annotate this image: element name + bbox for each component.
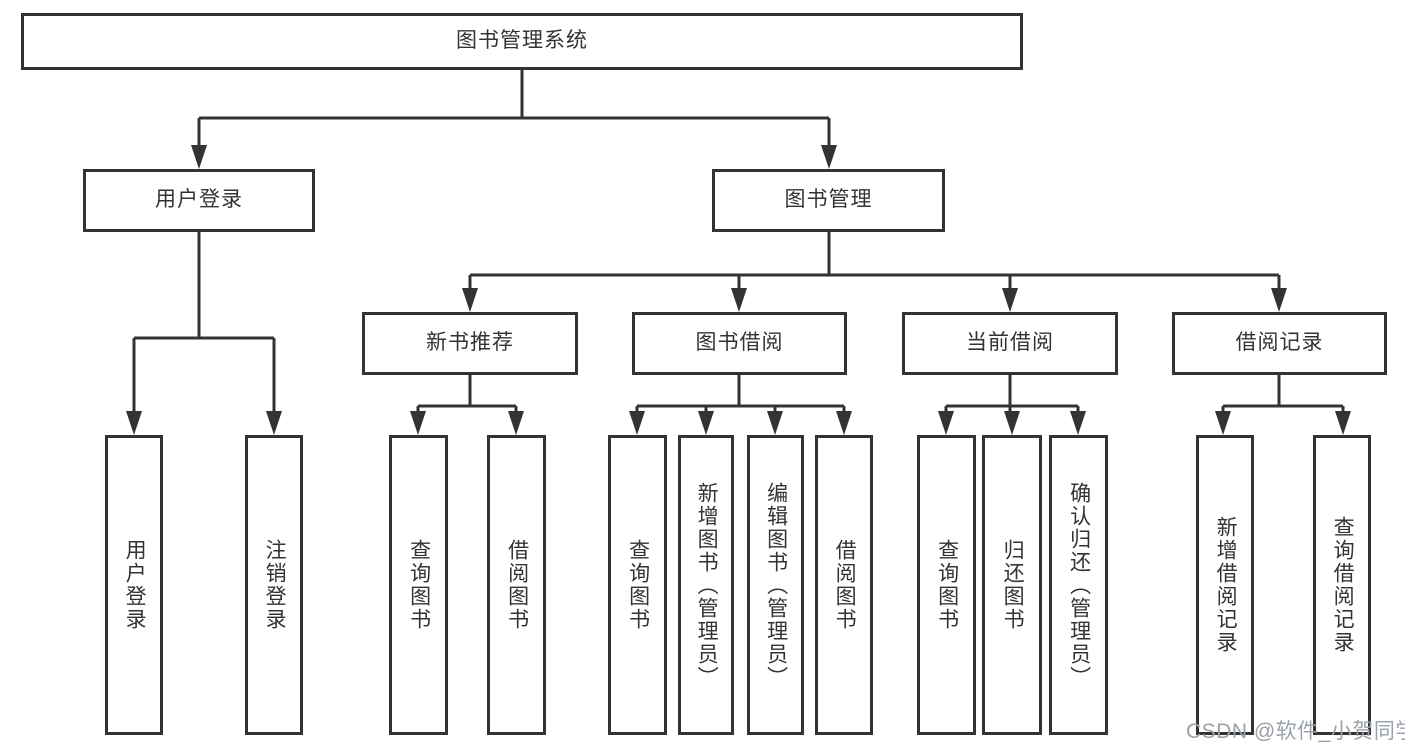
node-book-borrowing: 图书借阅	[632, 312, 847, 375]
leaf-borrow-book: 借阅图书	[815, 435, 873, 735]
arrowhead-ul-logout	[266, 411, 282, 435]
arrowhead-book-borrow	[731, 288, 747, 312]
leaf-borrow-book-recommend: 借阅图书	[487, 435, 546, 735]
arrowhead-br-add	[1215, 411, 1231, 435]
arrowhead-br-query	[1335, 411, 1351, 435]
leaf-query-book-borrow: 查询图书	[608, 435, 667, 735]
arrowhead-cb-query	[938, 411, 954, 435]
arrowhead-nb-borrow	[508, 411, 524, 435]
leaf-user-login: 用户登录	[105, 435, 163, 735]
connector-current-borrow-children	[944, 375, 1080, 413]
arrowhead-current-borrow	[1002, 288, 1018, 312]
node-user-login: 用户登录	[83, 169, 315, 232]
node-root-system: 图书管理系统	[21, 13, 1023, 70]
arrowhead-bb-query	[629, 411, 645, 435]
connector-book-mgmt-children	[468, 232, 1281, 288]
leaf-query-book-current: 查询图书	[917, 435, 976, 735]
arrowhead-cb-return	[1004, 411, 1020, 435]
csdn-watermark: CSDN @软件_小贺同学	[1186, 720, 1405, 743]
leaf-add-borrow-record: 新增借阅记录	[1196, 435, 1254, 735]
connector-user-login-children	[132, 232, 276, 413]
node-borrowing-records: 借阅记录	[1172, 312, 1387, 375]
leaf-confirm-return-admin: 确认归还（管理员）	[1049, 435, 1108, 735]
leaf-add-book-admin: 新增图书（管理员）	[678, 435, 734, 735]
node-current-borrowing: 当前借阅	[902, 312, 1118, 375]
arrowhead-user-login	[191, 145, 207, 169]
leaf-return-book: 归还图书	[982, 435, 1042, 735]
connector-new-book-rec-children	[416, 375, 518, 413]
arrowhead-cb-confirm	[1070, 411, 1086, 435]
arrowhead-ul-login	[126, 411, 142, 435]
arrowhead-bb-edit	[767, 411, 783, 435]
node-new-book-recommend: 新书推荐	[362, 312, 578, 375]
leaf-logout: 注销登录	[245, 435, 303, 735]
arrowhead-new-book-rec	[462, 288, 478, 312]
arrowhead-bb-add	[698, 411, 714, 435]
leaf-edit-book-admin: 编辑图书（管理员）	[747, 435, 804, 735]
leaf-query-borrow-record: 查询借阅记录	[1313, 435, 1371, 735]
arrowhead-nb-query	[410, 411, 426, 435]
arrowhead-book-mgmt	[821, 145, 837, 169]
arrowhead-bb-borrow	[836, 411, 852, 435]
connector-root-to-level2	[197, 70, 831, 147]
leaf-query-book-recommend: 查询图书	[389, 435, 448, 735]
node-book-management: 图书管理	[712, 169, 945, 232]
connector-borrow-records-children	[1221, 375, 1345, 413]
connector-book-borrow-children	[635, 375, 846, 413]
arrowhead-borrow-records	[1271, 288, 1287, 312]
